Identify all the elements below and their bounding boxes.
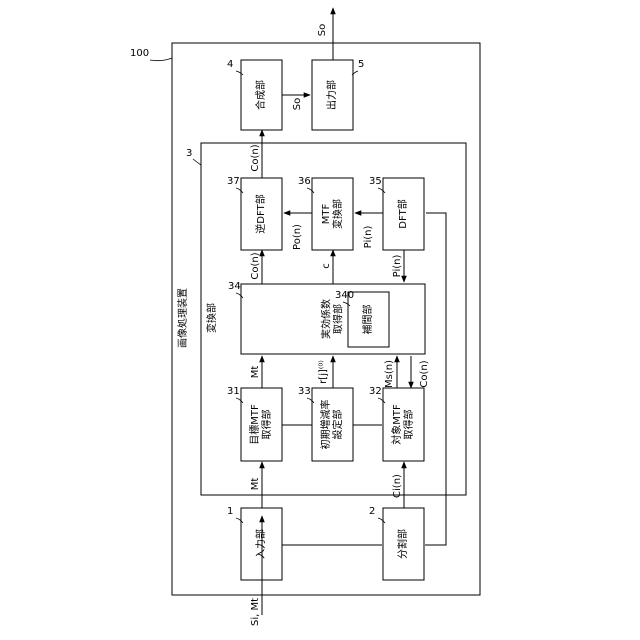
- block-divide: 分割部 2: [369, 506, 424, 580]
- signal-pi-n-top: Pi(n): [363, 226, 374, 249]
- block-label: 補間部: [361, 305, 374, 335]
- block-output: 出力部 5: [312, 59, 364, 130]
- device-title: 画像処理装置: [176, 288, 189, 348]
- signal-c: c: [321, 263, 332, 269]
- signal-co-n-coef: Co(n): [250, 252, 261, 279]
- block-label: DFT部: [396, 199, 409, 228]
- signal-so-top: So: [317, 24, 328, 36]
- transform-ref-leader: [193, 159, 201, 165]
- signal-si-mt: Si, Mt: [250, 598, 261, 626]
- device-ref-label: 100: [130, 48, 149, 59]
- block-target-mtf: 目標MTF取得部 31: [227, 386, 282, 461]
- signal-mt-upper: Mt: [250, 366, 261, 379]
- block-ref-label: 2: [369, 506, 375, 517]
- block-label: 逆DFT部: [254, 194, 267, 233]
- block-ref-label: 32: [369, 386, 382, 397]
- signal-po-n: Po(n): [292, 224, 303, 250]
- block-ref-label: 5: [358, 59, 364, 70]
- block-obj-mtf: 対象MTF取得部 32: [369, 386, 424, 461]
- block-ref-label: 36: [298, 176, 311, 187]
- block-label: 実効係数: [320, 299, 333, 339]
- block-label: 目標MTF: [248, 404, 261, 445]
- device-ref-leader: [150, 58, 172, 61]
- block-ref-label: 31: [227, 386, 240, 397]
- transform-title: 変換部: [205, 303, 218, 333]
- signal-co-n-right: Co(n): [419, 360, 430, 387]
- block-label: 設定部: [331, 410, 344, 440]
- block-compose: 合成部 4: [227, 59, 282, 130]
- block-ref-label: 1: [227, 506, 233, 517]
- block-label: 取得部: [402, 410, 415, 440]
- block-inv-dft: 逆DFT部 37: [227, 176, 282, 250]
- block-label: 取得部: [260, 410, 273, 440]
- block-ref-label: 34: [228, 281, 241, 292]
- block-init-rate: 初期増減率設定部 33: [298, 386, 353, 461]
- signal-pi-n-bottom: Pi(n): [392, 255, 403, 278]
- block-ref-label: 340: [335, 290, 354, 301]
- block-label: 変換部: [331, 199, 344, 229]
- block-label: 初期増減率: [319, 400, 332, 450]
- block-ref-label: 35: [369, 176, 382, 187]
- block-ref-label: 33: [298, 386, 311, 397]
- block-ref-label: 37: [227, 176, 240, 187]
- block-label: 出力部: [325, 80, 338, 110]
- signal-r-init: r[j]⁽⁰⁾: [318, 360, 329, 384]
- block-ref-label: 4: [227, 59, 233, 70]
- block-label: 入力部: [254, 529, 267, 559]
- signal-ms-n: Ms(n): [384, 360, 395, 388]
- signal-ci-n: Ci(n): [392, 474, 403, 498]
- signal-mt-lower: Mt: [250, 478, 261, 491]
- signal-co-n-top: Co(n): [250, 144, 261, 171]
- block-coef: 実効係数取得部 34: [228, 281, 425, 354]
- block-label: 対象MTF: [390, 404, 403, 445]
- signal-so-mid: So: [292, 98, 303, 110]
- transform-ref-label: 3: [186, 148, 192, 159]
- block-label: 分割部: [396, 529, 409, 559]
- block-label: MTF: [321, 204, 332, 225]
- block-input: 入力部 1: [227, 506, 282, 580]
- block-label: 合成部: [254, 80, 267, 110]
- block-label: 取得部: [332, 304, 345, 334]
